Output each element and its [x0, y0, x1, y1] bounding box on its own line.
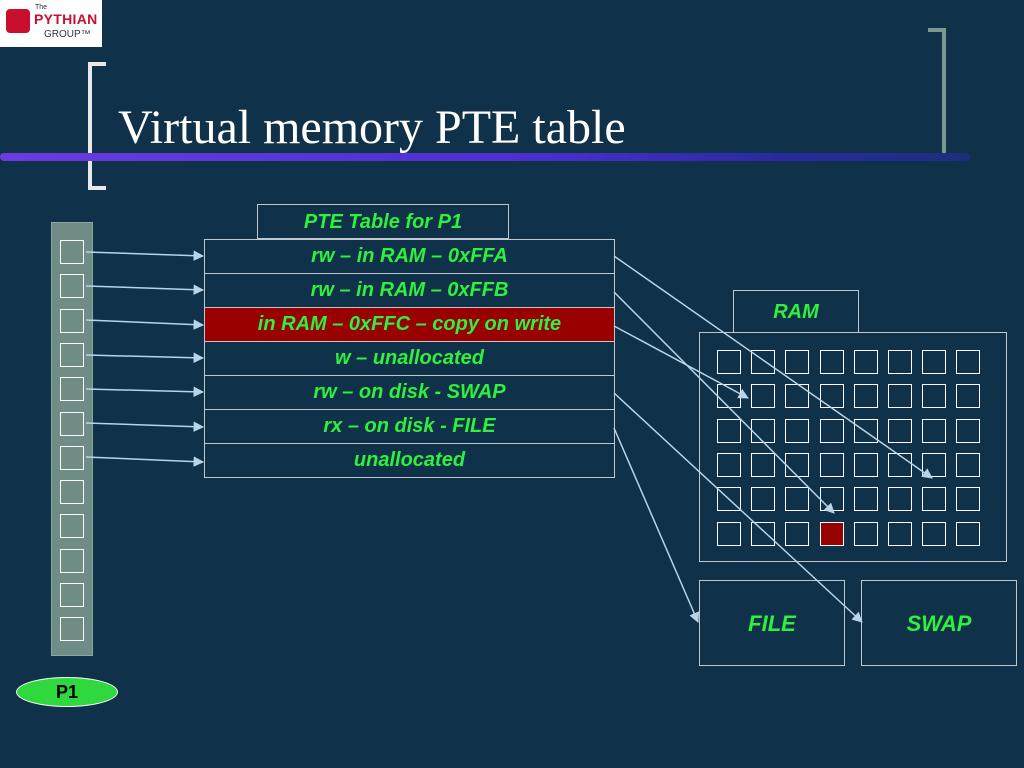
mapping-arrow	[85, 386, 205, 398]
process-page-cell	[60, 445, 84, 470]
ram-frame-cell	[819, 384, 844, 409]
ram-frame-cell	[785, 452, 810, 477]
ram-frame-cell	[853, 487, 878, 512]
pte-table-row: rw – on disk - SWAP	[205, 376, 614, 410]
title-underline-stripe	[0, 153, 970, 161]
ram-frame-cell	[853, 521, 878, 546]
pte-table-row: rw – in RAM – 0xFFB	[205, 274, 614, 308]
ram-frame-cell	[785, 418, 810, 443]
ram-frame-cell	[751, 452, 776, 477]
ram-frame-cell	[785, 487, 810, 512]
ram-frame-cell	[751, 350, 776, 374]
process-page-cell	[60, 514, 84, 539]
ram-frame-cell	[956, 418, 981, 443]
pte-table-row: w – unallocated	[205, 342, 614, 376]
ram-frame-cell	[717, 418, 741, 443]
ram-frame-cell	[888, 350, 912, 374]
ram-frame-cell	[922, 487, 947, 512]
ram-frame-cell	[922, 418, 947, 443]
ram-frame-cell	[819, 350, 844, 374]
ram-frame-cell	[717, 521, 741, 546]
ram-frame-cell	[785, 350, 810, 374]
ram-frame-cell	[956, 350, 981, 374]
process-page-cell	[60, 548, 84, 573]
pte-table-row: rx – on disk - FILE	[205, 410, 614, 444]
ram-frame-cell-highlighted	[819, 521, 844, 546]
ram-frame-cell	[819, 418, 844, 443]
process-label: P1	[16, 677, 118, 707]
ram-frame-cell	[785, 521, 810, 546]
ram-frame-cell	[853, 384, 878, 409]
ram-frame-cell	[888, 384, 912, 409]
ram-frame-cell	[922, 452, 947, 477]
ram-frame-cell	[819, 452, 844, 477]
ram-frame-cell	[717, 350, 741, 374]
ram-grid	[699, 332, 1007, 562]
pte-table-row: unallocated	[353, 449, 466, 471]
left-bracket-decoration	[88, 62, 106, 190]
pythian-logo: The PYTHIAN GROUP™	[0, 0, 102, 47]
ram-frame-cell	[922, 350, 947, 374]
ram-frame-cell	[853, 418, 878, 443]
ram-frame-cell	[853, 350, 878, 374]
process-page-cell	[60, 240, 84, 264]
ram-frame-cell	[888, 521, 912, 546]
ram-frame-cell	[785, 384, 810, 409]
ram-frame-cell	[956, 487, 981, 512]
mapping-arrow	[613, 427, 700, 623]
mapping-arrow	[85, 421, 205, 432]
process-page-cell	[60, 377, 84, 402]
ram-frame-cell	[751, 384, 776, 409]
ram-frame-cell	[819, 487, 844, 512]
logo-name: PYTHIAN	[34, 11, 98, 27]
slide-title: Virtual memory PTE table	[118, 101, 626, 154]
ram-frame-cell	[888, 452, 912, 477]
ram-label: RAM	[733, 290, 859, 333]
ram-frame-cell	[717, 384, 741, 409]
mapping-arrow	[85, 250, 205, 261]
ram-frame-cell	[751, 418, 776, 443]
process-page-cell	[60, 342, 84, 367]
pythian-logo-mark-icon	[6, 9, 30, 33]
process-page-cell	[60, 411, 84, 436]
ram-frame-cell	[922, 521, 947, 546]
logo-the: The	[35, 4, 48, 11]
mapping-arrow	[85, 456, 205, 467]
ram-frame-cell	[922, 384, 947, 409]
ram-frame-cell	[956, 452, 981, 477]
ram-frame-cell	[888, 487, 912, 512]
ram-frame-cell	[956, 384, 981, 409]
right-bracket-decoration	[928, 28, 946, 160]
mapping-arrow	[85, 319, 205, 330]
pte-table-header: PTE Table for P1	[257, 204, 509, 239]
ram-frame-cell	[853, 452, 878, 477]
ram-frame-cell	[751, 521, 776, 546]
ram-frame-cell	[888, 418, 912, 443]
process-page-cell	[60, 617, 84, 642]
swap-storage-box: SWAP	[861, 580, 1017, 666]
ram-frame-cell	[751, 487, 776, 512]
pte-table-row: rw – in RAM – 0xFFA	[205, 240, 614, 274]
logo-group: GROUP™	[44, 29, 91, 40]
mapping-arrow	[85, 352, 205, 364]
mapping-arrow	[85, 284, 205, 295]
process-page-strip	[51, 222, 93, 656]
ram-frame-cell	[717, 452, 741, 477]
pte-table-row: in RAM – 0xFFC – copy on write	[205, 308, 614, 342]
ram-frame-cell	[956, 521, 981, 546]
file-storage-box: FILE	[699, 580, 845, 666]
process-page-cell	[60, 480, 84, 505]
process-page-cell	[60, 274, 84, 299]
process-page-cell	[60, 583, 84, 607]
ram-frame-cell	[717, 487, 741, 512]
process-page-cell	[60, 308, 84, 333]
